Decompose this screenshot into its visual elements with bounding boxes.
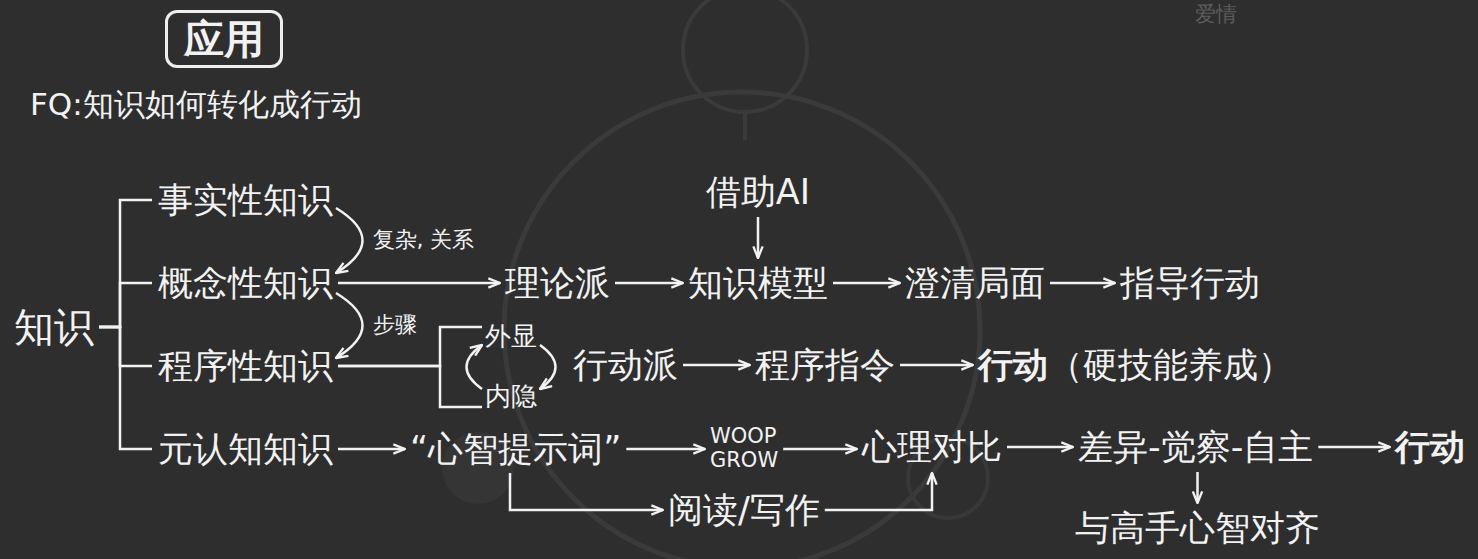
connector bbox=[510, 473, 663, 510]
sketch-head bbox=[683, 0, 807, 112]
connector bbox=[757, 217, 760, 258]
concept-node: 程序指令 bbox=[755, 344, 895, 386]
connector bbox=[1050, 282, 1115, 285]
connector bbox=[336, 293, 363, 358]
node-text: 借助AI bbox=[706, 172, 810, 212]
watermark: 爱情 bbox=[1195, 2, 1237, 27]
connector bbox=[338, 366, 482, 407]
concept-node: 知识模型 bbox=[688, 262, 828, 304]
concept-node: 程序性知识 bbox=[158, 345, 333, 387]
concept-node: 元认知知识 bbox=[158, 428, 333, 470]
title-box: 应用 bbox=[165, 10, 283, 68]
node-text: 行动 bbox=[1395, 427, 1465, 467]
node-text: 知识模型 bbox=[688, 263, 828, 303]
connector bbox=[99, 327, 152, 449]
concept-node: 外显 bbox=[485, 321, 537, 352]
node-text: 指导行动 bbox=[1120, 263, 1260, 303]
concept-node: 指导行动 bbox=[1120, 262, 1260, 304]
node-text: 内隐 bbox=[485, 381, 537, 411]
focus-question: FQ:知识如何转化成行动 bbox=[30, 86, 362, 123]
concept-node: 借助AI bbox=[706, 171, 810, 213]
concept-node: “心智提示词” bbox=[410, 428, 621, 470]
concept-node: 行动（硬技能养成） bbox=[978, 344, 1293, 386]
concept-node: 心理对比 bbox=[862, 426, 1002, 468]
node-text: 外显 bbox=[485, 321, 537, 351]
connector bbox=[1196, 472, 1199, 503]
connector bbox=[833, 282, 900, 285]
connector bbox=[900, 364, 973, 367]
edge-label: 复杂, 关系 bbox=[371, 227, 477, 253]
connector bbox=[336, 208, 363, 273]
node-text: 与高手心智对齐 bbox=[1075, 508, 1320, 548]
concept-node: 差异-觉察-自主 bbox=[1078, 426, 1313, 468]
node-text: 理论派 bbox=[505, 263, 610, 303]
node-text: 程序指令 bbox=[755, 345, 895, 385]
concept-node: 概念性知识 bbox=[158, 262, 333, 304]
title-text: 应用 bbox=[184, 16, 264, 62]
connector bbox=[825, 473, 932, 510]
node-text: WOOP GROW bbox=[710, 424, 778, 472]
connector bbox=[99, 283, 152, 327]
connector bbox=[683, 364, 750, 367]
concept-node: 理论派 bbox=[505, 262, 610, 304]
connector bbox=[99, 327, 152, 366]
concept-node: 行动派 bbox=[573, 344, 678, 386]
concept-node: 行动 bbox=[1395, 426, 1465, 468]
node-text: 元认知知识 bbox=[158, 429, 333, 469]
node-text: 心理对比 bbox=[862, 427, 1002, 467]
concept-node: 内隐 bbox=[485, 381, 537, 412]
node-text: “心智提示词” bbox=[410, 429, 621, 469]
node-text: 澄清局面 bbox=[905, 263, 1045, 303]
node-text: 概念性知识 bbox=[158, 263, 333, 303]
connector bbox=[783, 448, 857, 451]
node-text: 程序性知识 bbox=[158, 346, 333, 386]
node-text: 差异-觉察-自主 bbox=[1078, 427, 1313, 467]
connector bbox=[467, 345, 483, 389]
node-text: 行动派 bbox=[573, 345, 678, 385]
connector bbox=[540, 345, 556, 389]
concept-node: WOOP GROW bbox=[710, 424, 778, 473]
node-text: 行动 bbox=[978, 345, 1048, 385]
concept-node: 事实性知识 bbox=[158, 179, 333, 221]
concept-node: 阅读/写作 bbox=[668, 489, 820, 531]
concept-node: 与高手心智对齐 bbox=[1075, 507, 1320, 549]
connector bbox=[615, 282, 683, 285]
concept-node: 知识 bbox=[14, 303, 94, 351]
connector bbox=[99, 200, 152, 327]
node-text: 知识 bbox=[14, 304, 94, 350]
sketch-line bbox=[743, 112, 747, 140]
node-text: 阅读/写作 bbox=[668, 490, 820, 530]
node-text: （硬技能养成） bbox=[1048, 345, 1293, 385]
node-text: 事实性知识 bbox=[158, 180, 333, 220]
connector bbox=[1318, 446, 1390, 449]
edge-label: 步骤 bbox=[371, 312, 419, 338]
connector bbox=[626, 448, 705, 451]
connector bbox=[338, 448, 405, 451]
connector bbox=[1007, 446, 1073, 449]
concept-node: 澄清局面 bbox=[905, 262, 1045, 304]
connector bbox=[338, 282, 500, 285]
